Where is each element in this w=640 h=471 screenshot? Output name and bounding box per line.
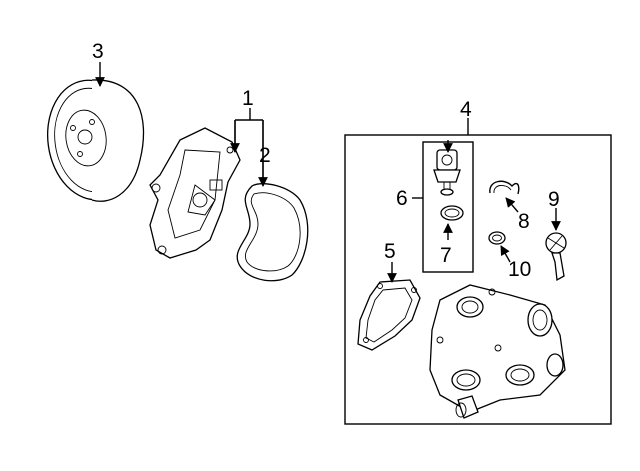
thermostat-o-ring — [440, 205, 464, 221]
retaining-clip — [489, 180, 520, 195]
housing-gasket — [357, 279, 421, 351]
callout-1: 1 — [242, 87, 254, 110]
thermostat-housing — [429, 284, 566, 419]
callout-9: 9 — [548, 188, 560, 211]
leader-lines — [95, 62, 561, 283]
callout-5: 5 — [384, 240, 396, 263]
callout-8: 8 — [518, 210, 530, 233]
water-pump — [149, 127, 241, 259]
seal-ring — [488, 231, 506, 245]
callout-3: 3 — [92, 40, 104, 63]
thermostat — [433, 149, 461, 196]
pump-gasket — [236, 183, 309, 282]
callout-10: 10 — [508, 258, 531, 281]
thermostat-housing-assembly-box — [344, 134, 612, 425]
callout-2: 2 — [259, 144, 271, 167]
callout-4: 4 — [460, 98, 472, 121]
callout-7: 7 — [440, 244, 452, 267]
temperature-sensor — [545, 232, 567, 282]
callout-6: 6 — [396, 187, 408, 210]
pulley — [46, 79, 145, 202]
